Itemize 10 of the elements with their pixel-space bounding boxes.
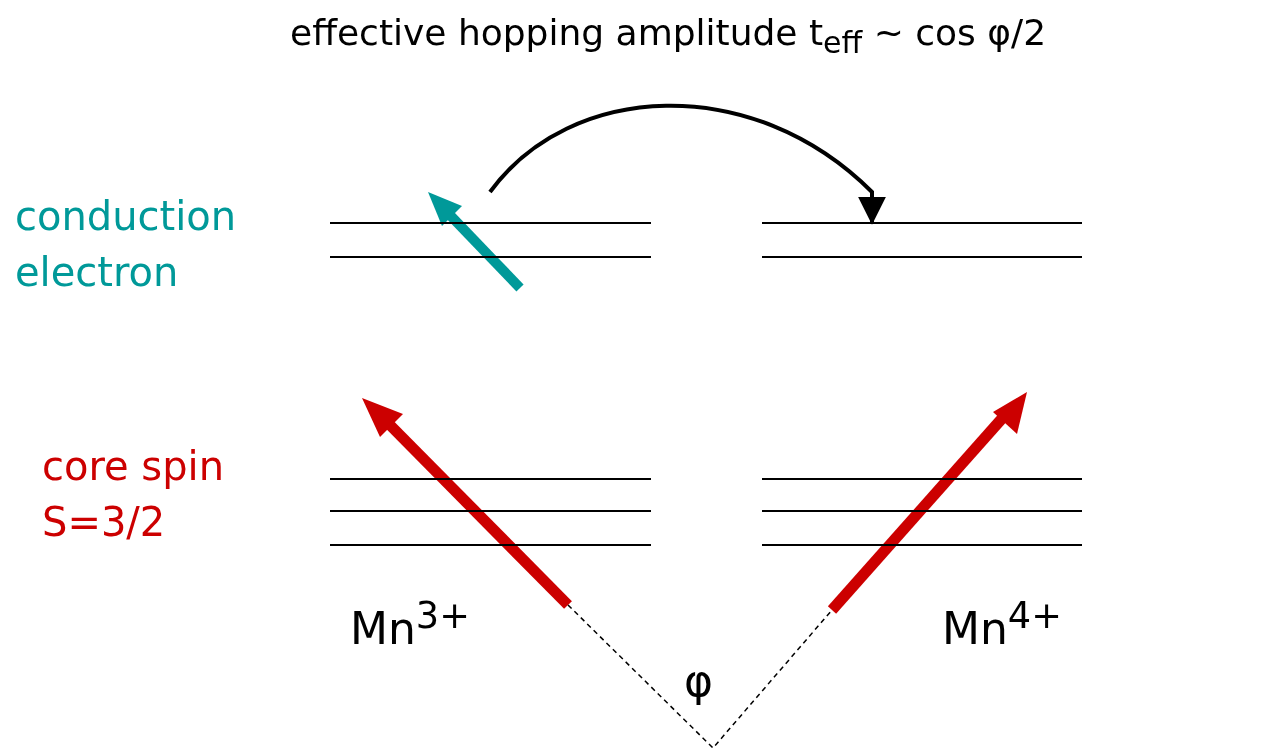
core-spin-label: core spin S=3/2 <box>42 442 226 547</box>
angle-label: φ <box>684 654 714 708</box>
ion-label: Mn$^{4+}$ <box>942 593 1062 656</box>
conduction-label: conduction electron <box>15 192 238 297</box>
energy-levels <box>762 222 1082 258</box>
title: effective hopping amplitude t$_{eff}$ ~ cos φ/2 <box>289 12 1048 61</box>
ion-label: Mn$^{3+}$ <box>350 593 470 656</box>
energy-levels <box>762 478 1082 546</box>
energy-levels <box>330 222 651 258</box>
energy-levels <box>330 478 651 546</box>
